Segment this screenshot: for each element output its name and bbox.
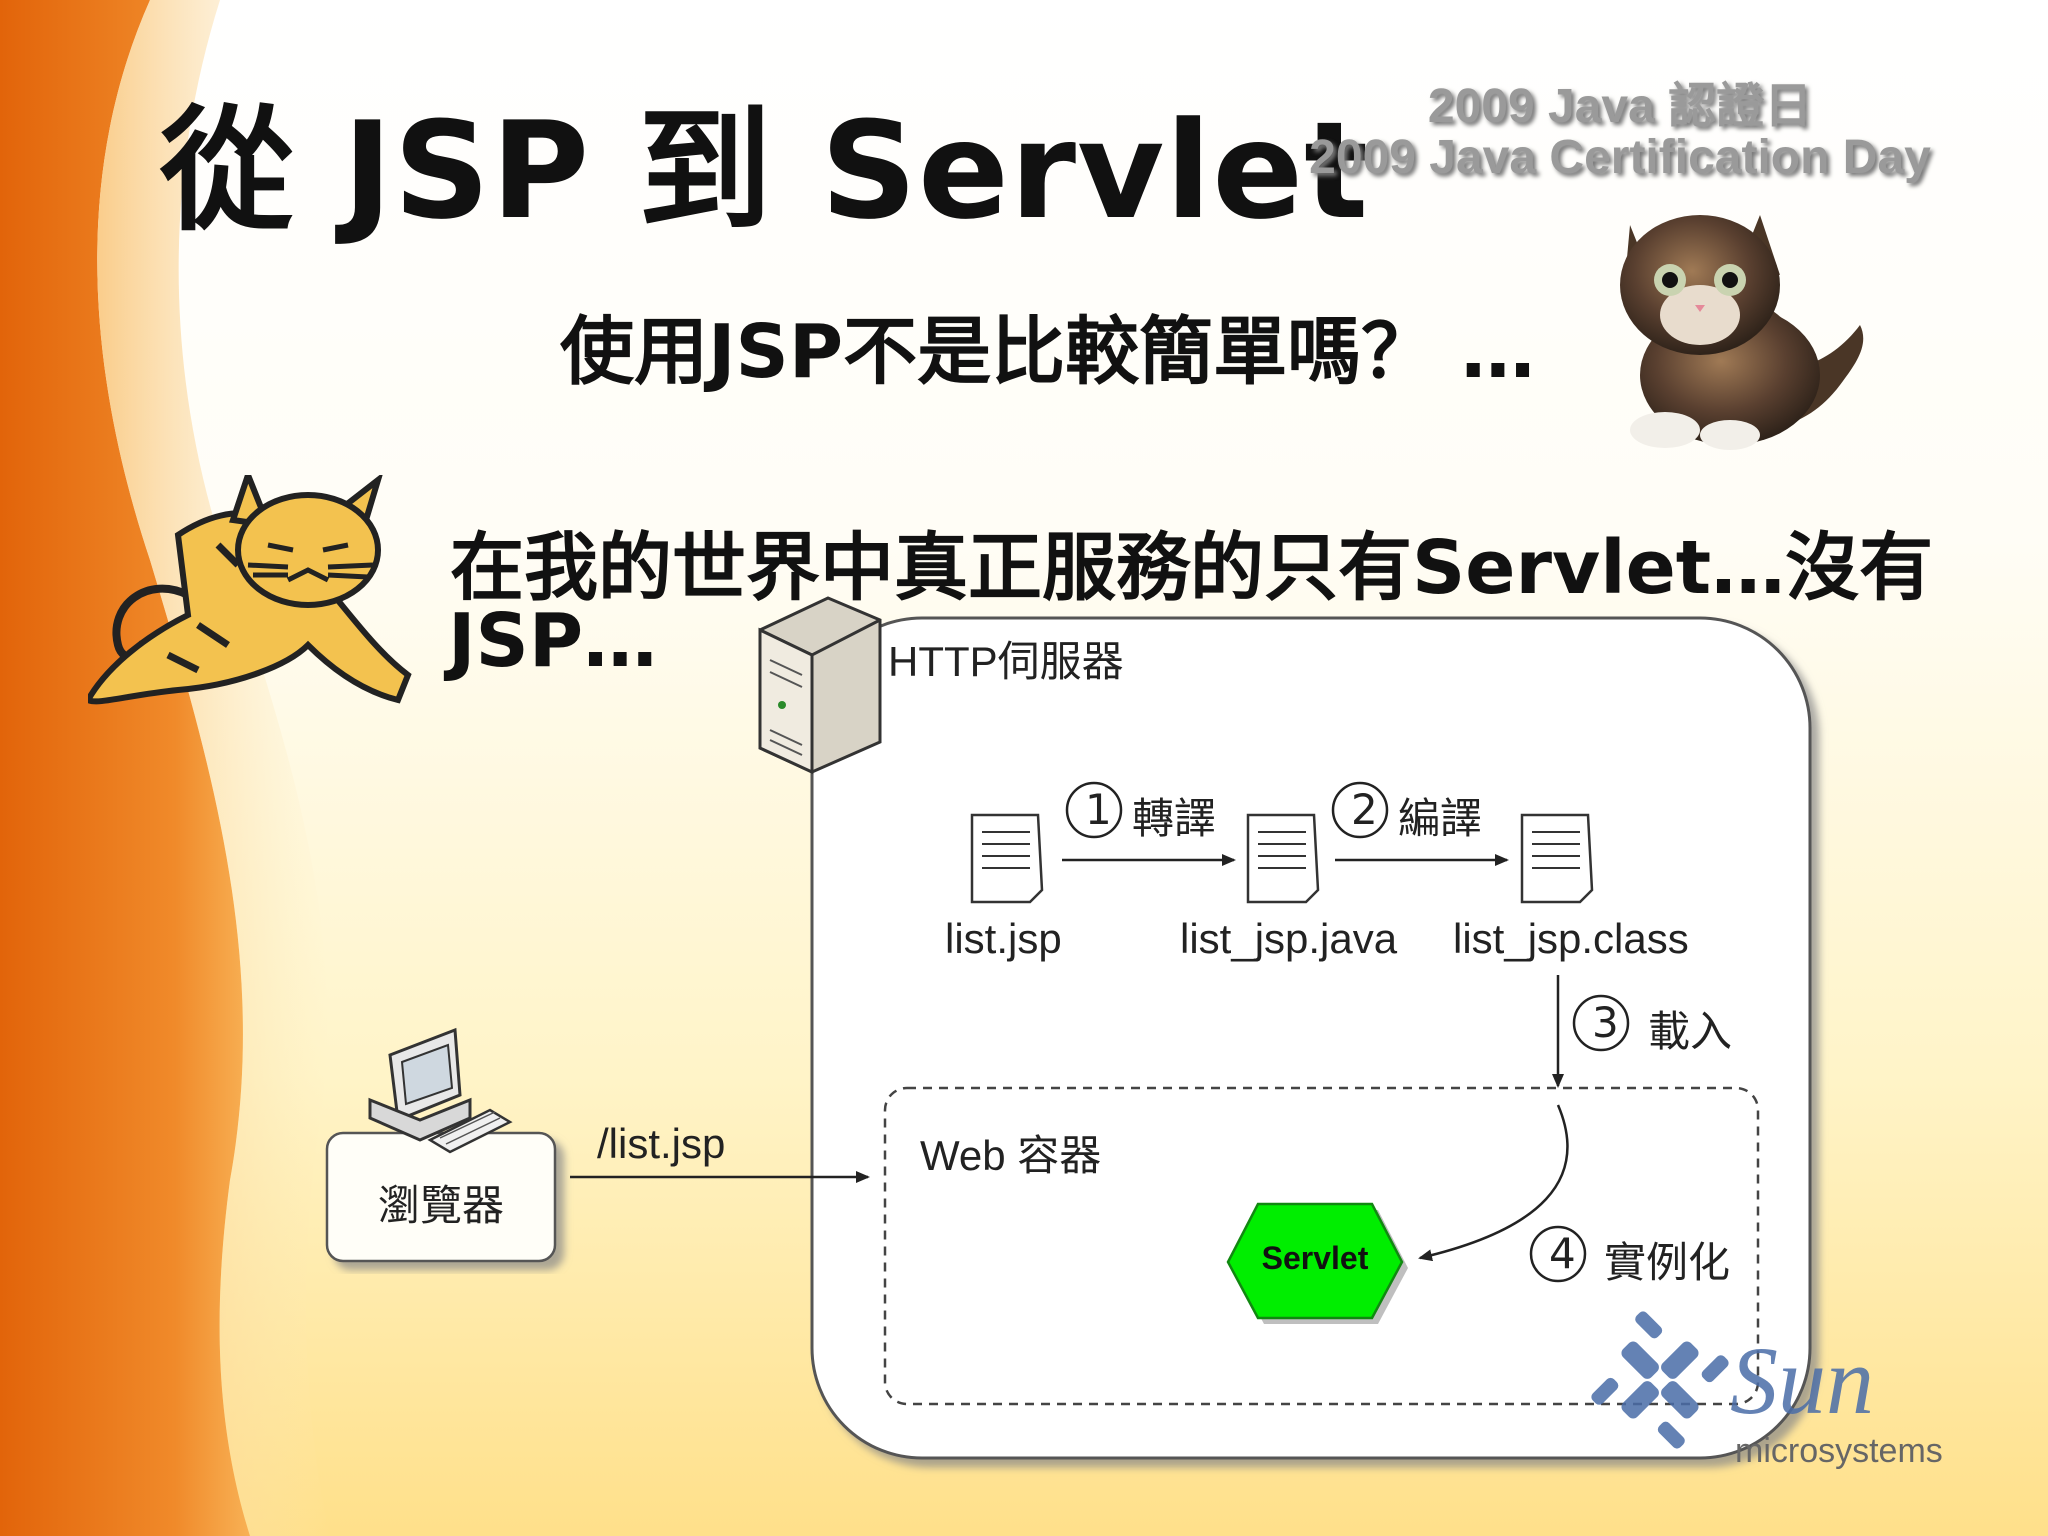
step-3-label: 載入 [1648,1007,1733,1056]
statement-line-1: 在我的世界中真正服務的只有Servlet…沒有 [450,525,1934,611]
sun-logo-subtitle: microsystems [1735,1432,1943,1470]
step-3-number: 3 [1592,998,1619,1047]
step-1-circle [1065,781,1123,839]
step-4-number: 4 [1549,1229,1576,1278]
step-2-circle [1331,781,1389,839]
kitten-image [1620,215,1864,450]
step-3-circle [1572,994,1630,1052]
sun-microsystems-logo [1591,1311,1729,1449]
step-4-circle [1529,1225,1587,1283]
jsp-file-label: list.jsp [945,915,1062,962]
browser-label: 瀏覽器 [377,1182,504,1229]
class-file-label: list_jsp.class [1453,915,1689,962]
instantiate-arrow [1418,1104,1569,1262]
browser-box [325,1131,557,1263]
statement-line-2: JSP… [448,598,658,684]
computer-icon [368,1027,513,1154]
java-file-label: list_jsp.java [1180,915,1398,962]
step-1-label: 轉譯 [1132,794,1217,843]
step-1-number: 1 [1085,785,1112,834]
step-2-label: 編譯 [1398,794,1483,843]
event-title-english: 2009 Java Certification Day [1309,131,1931,184]
java-file-icon [1246,813,1320,904]
step-2-number: 2 [1351,785,1378,834]
sun-logo-text: Sun [1730,1327,1874,1434]
servlet-hexagon [1226,1202,1404,1320]
event-title-chinese: 2009 Java 認證日 [1427,80,1813,133]
step-4-label: 實例化 [1604,1238,1731,1287]
servlet-label: Servlet [1261,1240,1369,1276]
tomcat-mascot-image [88,475,412,705]
question-text: 使用JSP不是比較簡單嗎？ … [560,309,1535,395]
http-server-label: HTTP伺服器 [888,638,1124,685]
server-icon [758,596,882,775]
jsp-file-icon [970,813,1044,904]
request-path-label: /list.jsp [597,1120,726,1167]
web-container-box [883,1086,1760,1406]
slide-title: 從 JSP 到 Servlet [160,93,1370,249]
web-container-label: Web 容器 [920,1132,1102,1179]
class-file-icon [1520,813,1594,904]
